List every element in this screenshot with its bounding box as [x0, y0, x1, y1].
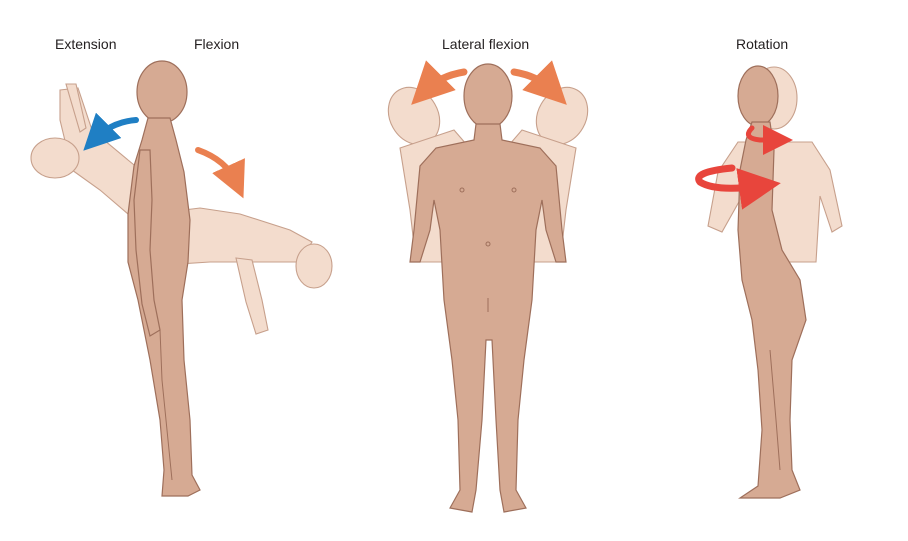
- extension-label: Extension: [55, 36, 117, 52]
- lateral-left-arrow-icon: [411, 60, 468, 105]
- lateral-flexion-label: Lateral flexion: [442, 36, 530, 52]
- flexion-arrow-icon: [195, 147, 245, 199]
- upright-figure-front: [409, 63, 567, 513]
- flexion-ghost-figure: [167, 207, 333, 335]
- rotation-figure: [695, 65, 843, 499]
- upright-figure-side: [127, 60, 201, 497]
- rotation-neck-arrow-icon: [745, 125, 793, 155]
- extension-arrow-icon: [83, 112, 139, 151]
- upright-figure-rotation-side: [737, 65, 807, 499]
- extension-ghost-figure: [30, 83, 151, 221]
- rotation-label: Rotation: [736, 36, 789, 52]
- lateral-right-arrow-icon: [510, 60, 567, 105]
- lateral-flexion-figure: [387, 60, 589, 513]
- flexion-label: Flexion: [194, 36, 240, 52]
- rotation-torso-arrow-icon: [695, 164, 781, 210]
- extension-flexion-figure: [30, 60, 333, 497]
